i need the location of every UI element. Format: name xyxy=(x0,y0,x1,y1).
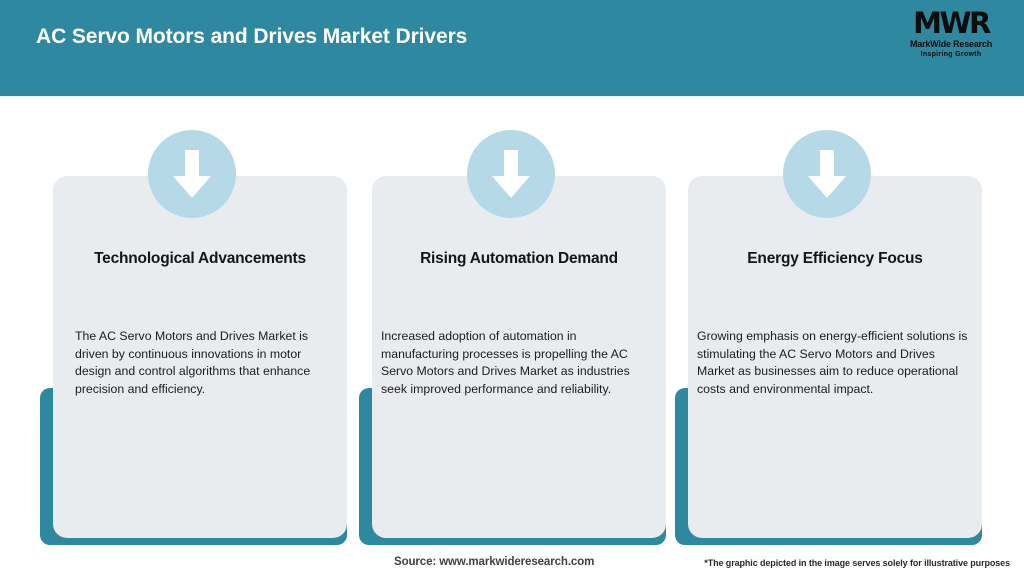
driver-card: Energy Efficiency Focus Growing emphasis… xyxy=(673,130,982,550)
card-body-text: Increased adoption of automation in manu… xyxy=(381,329,630,396)
card-panel xyxy=(372,176,666,538)
page-title: AC Servo Motors and Drives Market Driver… xyxy=(36,25,468,48)
header-bar xyxy=(0,0,1024,96)
down-arrow-icon xyxy=(783,130,871,218)
brand-logo-mark: MWR xyxy=(913,6,991,40)
footer-source-text: Source: www.markwideresearch.com xyxy=(394,556,595,568)
card-heading: Technological Advancements xyxy=(94,250,306,267)
card-heading: Energy Efficiency Focus xyxy=(747,250,923,267)
brand-logo-tagline: Inspiring Growth xyxy=(920,51,982,58)
brand-logo: MWR MarkWide Research Inspiring Growth xyxy=(896,8,1006,66)
card-panel xyxy=(53,176,347,538)
down-arrow-icon xyxy=(467,130,555,218)
brand-logo-name: MarkWide Research xyxy=(909,39,993,49)
card-body-text: The AC Servo Motors and Drives Market is… xyxy=(75,329,311,396)
card-panel xyxy=(688,176,982,538)
header-divider xyxy=(0,96,1024,98)
driver-card: Rising Automation Demand Increased adopt… xyxy=(357,130,666,550)
footer-disclaimer-text: *The graphic depicted in the image serve… xyxy=(704,558,1010,568)
driver-card: Technological Advancements The AC Servo … xyxy=(38,130,347,550)
down-arrow-icon xyxy=(148,130,236,218)
card-body-text: Growing emphasis on energy-efficient sol… xyxy=(697,329,968,396)
card-heading: Rising Automation Demand xyxy=(420,250,618,267)
